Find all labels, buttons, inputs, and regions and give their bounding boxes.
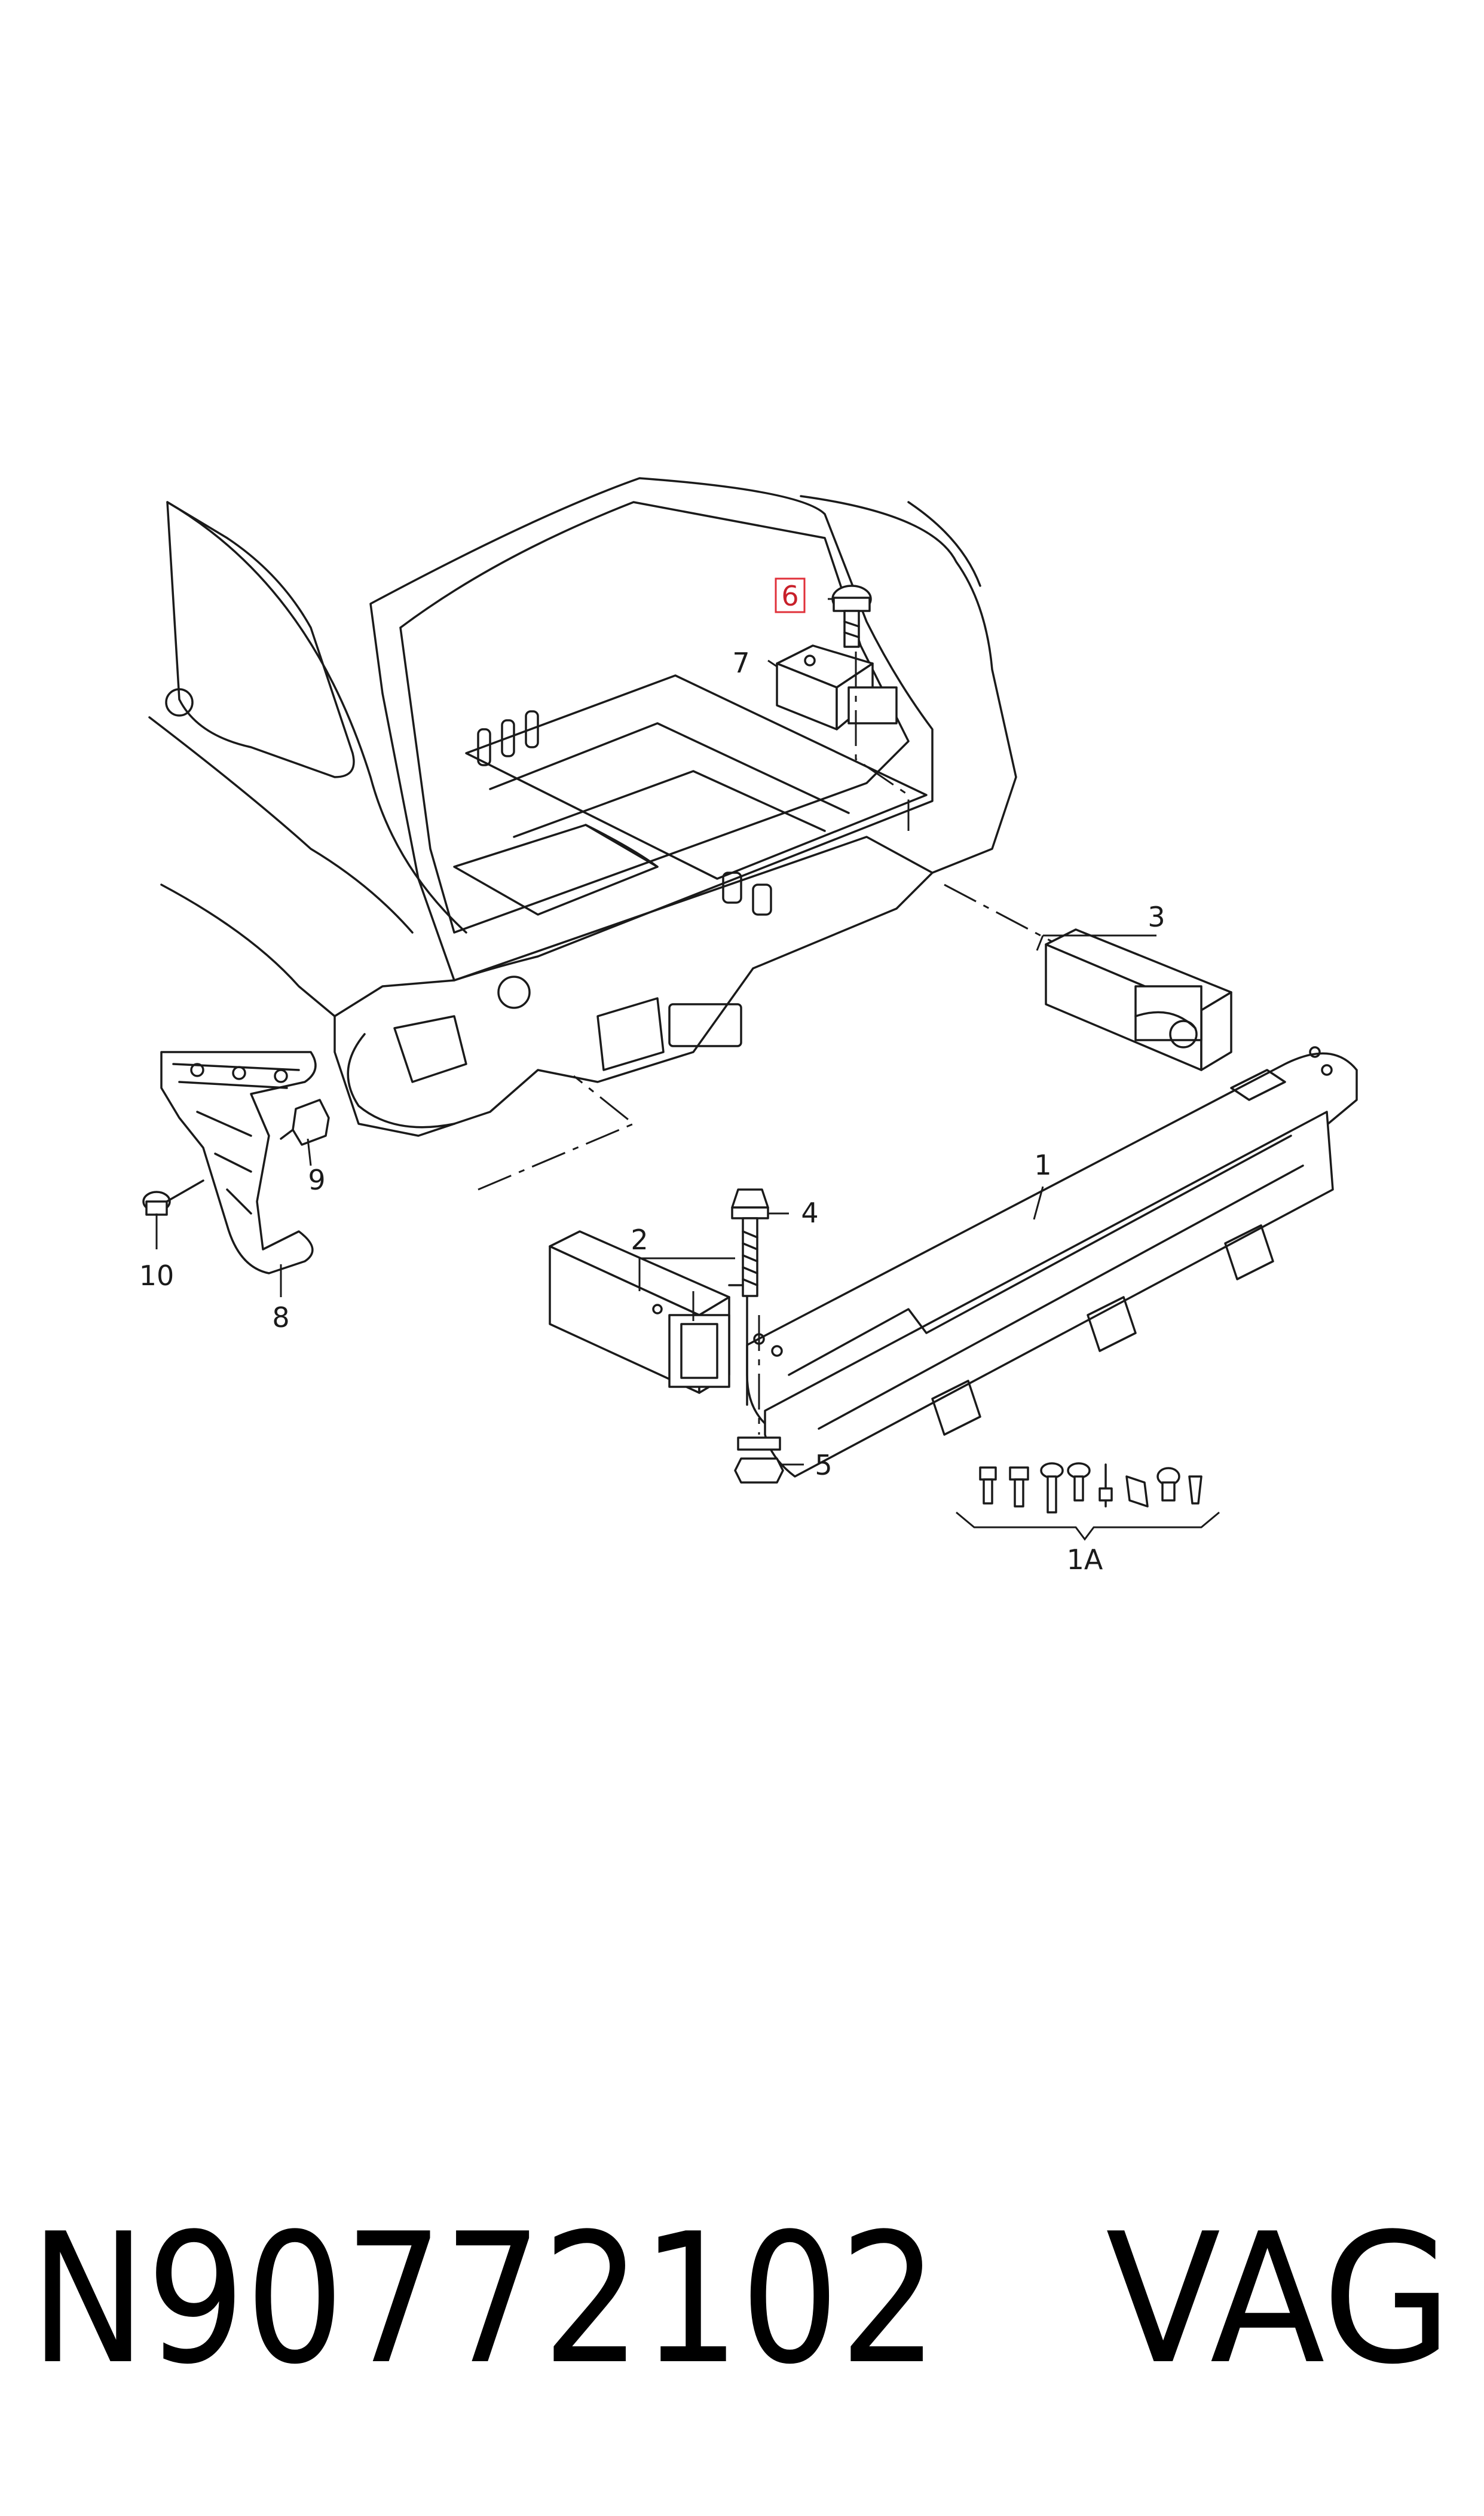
- callout-10: 10: [139, 1259, 175, 1292]
- callout-6-highlight: [775, 577, 806, 613]
- callout-8: 8: [272, 1301, 289, 1334]
- fastener-kit: [956, 1462, 1220, 1541]
- brand-name: VAG: [1106, 2195, 1452, 2404]
- nut-5: [734, 1436, 784, 1484]
- callout-1: 1: [1034, 1149, 1051, 1181]
- bolt-4: [731, 1188, 769, 1297]
- vehicle-rear-body: [148, 477, 1017, 1137]
- bracket-7: [776, 644, 898, 730]
- footer: N90772102 VAG: [30, 2195, 1452, 2404]
- callout-7: 7: [732, 647, 749, 679]
- callout-3: 3: [1148, 901, 1165, 933]
- callout-2: 2: [631, 1224, 648, 1256]
- callout-5: 5: [815, 1449, 832, 1481]
- bolt-6: [831, 585, 872, 648]
- callout-6: 6: [781, 580, 798, 612]
- leader-lines: [155, 598, 1156, 1466]
- callout-4: 4: [801, 1197, 818, 1229]
- screw-10: [142, 1179, 204, 1216]
- callout-9: 9: [308, 1164, 325, 1196]
- crash-box-left: [549, 1230, 748, 1406]
- callout-labels: 1 1A 2 3 4 5 6 7 8 9 10: [139, 577, 1165, 1576]
- part-number: N90772102: [30, 2195, 938, 2404]
- crash-box-right: [1045, 928, 1232, 1071]
- bumper-reinforcement: [746, 1046, 1358, 1478]
- bumper-guide-bracket: [160, 1051, 317, 1274]
- clip: [280, 1099, 330, 1146]
- callout-1a: 1A: [1067, 1543, 1103, 1576]
- alignment-lines: [478, 652, 1052, 1435]
